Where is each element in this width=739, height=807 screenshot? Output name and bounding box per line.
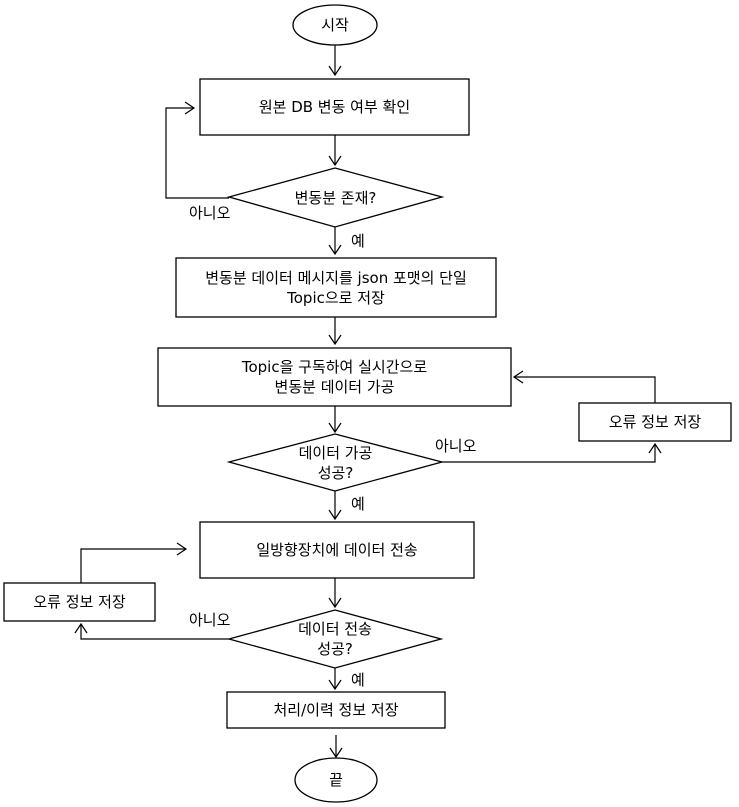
- edge-no-loop-to-check: [165, 101, 229, 199]
- edge-send-fail-to-error: [74, 622, 229, 640]
- has-change-no-label: 아니오: [189, 204, 231, 222]
- edge-process-fail-to-error: [442, 442, 662, 463]
- send-data-label: 일방향장치에 데이터 전송: [256, 541, 418, 559]
- error-store-1-box: [578, 402, 732, 442]
- has-change-yes-label: 예: [351, 232, 365, 250]
- store-topic-box: [175, 257, 497, 318]
- send-ok-no-label: 아니오: [189, 611, 231, 629]
- process-ok-yes-label: 예: [351, 495, 365, 513]
- edge-process-ok-to-send: [328, 491, 342, 521]
- edge-send-to-decision: [328, 578, 342, 609]
- start-label: 시작: [321, 16, 349, 34]
- edge-store-to-process: [328, 317, 342, 346]
- process-ok-label-line1: 데이터 가공: [298, 443, 373, 462]
- edge-error-back-to-process: [512, 370, 656, 403]
- edge-start-to-check: [328, 45, 342, 77]
- has-change-label: 변동분 존재?: [294, 188, 377, 207]
- send-ok-label: 데이터 전송 성공?: [229, 610, 441, 668]
- send-ok-yes-label: 예: [351, 671, 365, 689]
- send-ok-label-line1: 데이터 전송: [298, 620, 372, 638]
- process-data-box: [157, 347, 512, 407]
- send-ok-label-line2: 성공?: [317, 640, 353, 658]
- store-topic-label: 변동분 데이터 메시지를 json 포맷의 단일 Topic으로 저장: [176, 258, 496, 317]
- end-label: 끝: [329, 771, 343, 789]
- save-history-box: [226, 691, 446, 729]
- check-db-label: 원본 DB 변동 여부 확인: [258, 98, 411, 116]
- edge-process-to-decision: [328, 406, 342, 434]
- send-data-box: [199, 521, 475, 579]
- edge-check-to-decision: [328, 135, 342, 167]
- process-data-label-line1: Topic을 구독하여 실시간으로: [241, 358, 428, 376]
- edge-send-ok-to-history: [328, 668, 342, 691]
- error-store-2-label: 오류 정보 저장: [33, 593, 126, 611]
- check-db-box: [199, 78, 470, 136]
- save-history-label: 처리/이력 정보 저장: [273, 701, 399, 719]
- process-ok-label: 데이터 가공 성공?: [229, 434, 442, 491]
- edge-history-to-end: [329, 735, 343, 759]
- process-ok-label-line2: 성공?: [317, 463, 354, 482]
- process-data-label-line2: 변동분 데이터 가공: [274, 378, 395, 396]
- error-store-1-label: 오류 정보 저장: [608, 413, 702, 431]
- process-ok-no-label: 아니오: [435, 437, 477, 455]
- edge-error-back-to-send: [80, 542, 188, 583]
- error-store-2-box: [3, 582, 156, 622]
- process-data-label: Topic을 구독하여 실시간으로 변동분 데이터 가공: [158, 348, 511, 406]
- store-topic-label-line2: Topic으로 저장: [287, 288, 385, 307]
- store-topic-label-line1: 변동분 데이터 메시지를 json 포맷의 단일: [205, 268, 467, 287]
- edge-yes-to-store-topic: [328, 227, 342, 256]
